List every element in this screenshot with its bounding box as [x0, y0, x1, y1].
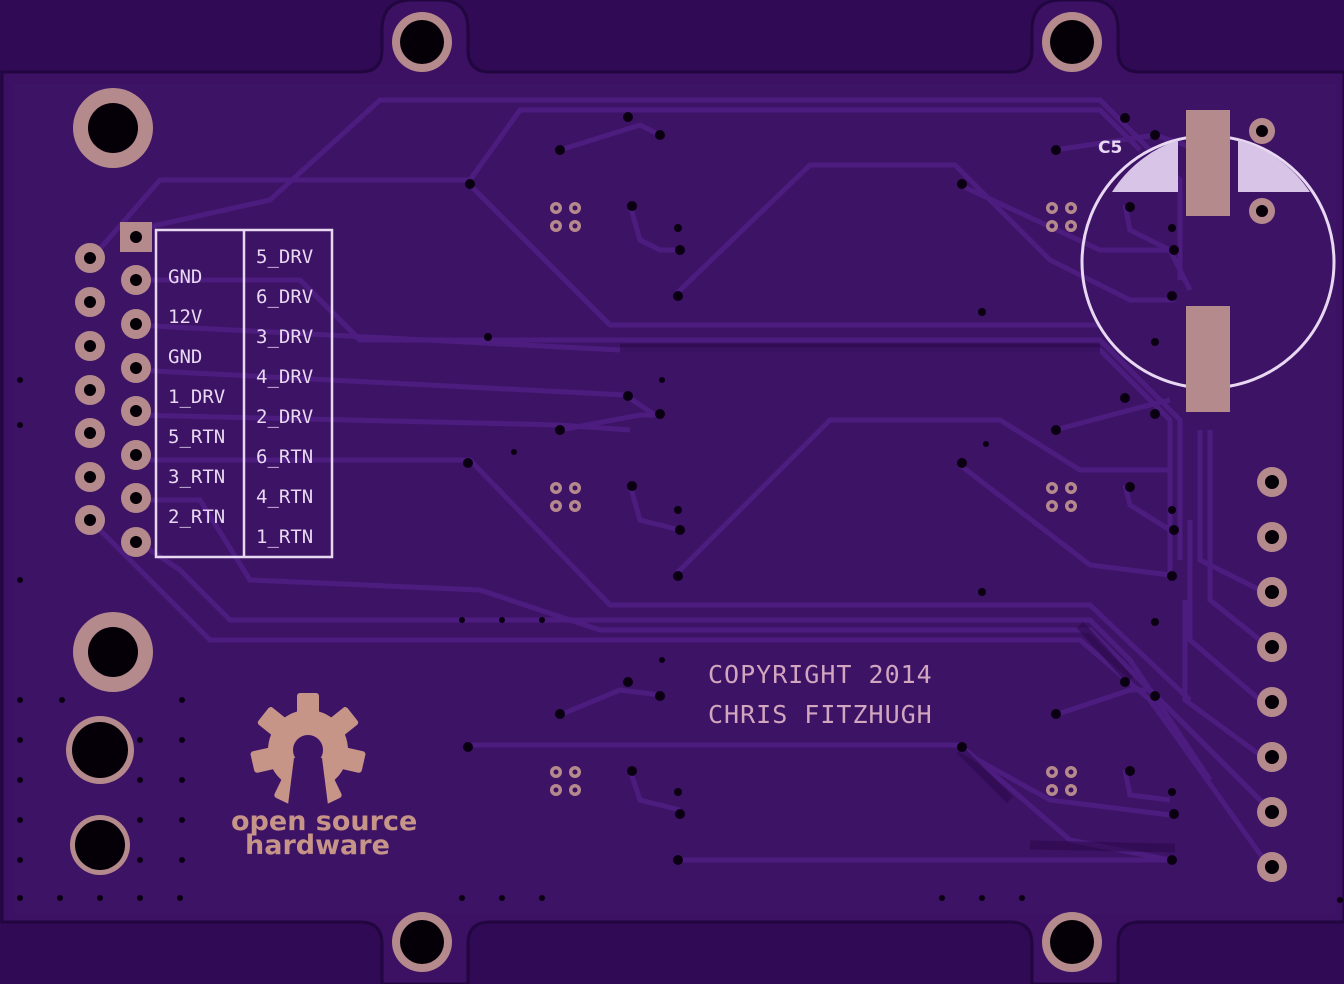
copyright-line-1: COPYRIGHT 2014 — [708, 660, 933, 689]
connector-label: 5_RTN — [168, 426, 225, 448]
copper-pour — [14, 84, 1336, 914]
mounting-hole-top-right — [1042, 12, 1102, 72]
connector-label: 12V — [168, 306, 202, 328]
connector-label: 6_DRV — [256, 286, 313, 308]
connector-label: 5_DRV — [256, 246, 313, 268]
dc-jack-hole-upper — [66, 716, 134, 784]
copyright-line-2: CHRIS FITZHUGH — [708, 700, 933, 729]
connector-label: 1_RTN — [256, 526, 313, 548]
mounting-hole-left-upper — [73, 88, 153, 168]
small-vias — [17, 112, 1343, 903]
connector-label: 1_DRV — [168, 386, 225, 408]
connector-label: 3_DRV — [256, 326, 313, 348]
connector-label: 2_DRV — [256, 406, 313, 428]
connector-label: GND — [168, 266, 202, 288]
capacitor-c5 — [1080, 110, 1336, 412]
connector-label: 4_DRV — [256, 366, 313, 388]
connector-label: 2_RTN — [168, 506, 225, 528]
c5-label: C5 — [1098, 138, 1122, 158]
connector-label: 4_RTN — [256, 486, 313, 508]
connector-label: 6_RTN — [256, 446, 313, 468]
header-pins-right-column — [1257, 467, 1287, 882]
connector-label: GND — [168, 346, 202, 368]
mounting-hole-left-lower — [73, 612, 153, 692]
header-pins-outer-column — [75, 243, 105, 535]
dc-jack-hole-lower — [70, 815, 130, 875]
open-source-hardware-gear-icon — [250, 693, 366, 806]
mounting-hole-bottom-right — [1042, 912, 1102, 972]
mounting-hole-bottom-left — [392, 912, 452, 972]
mounting-hole-top-left — [392, 12, 452, 72]
oshw-text-line-1: open source — [231, 806, 417, 837]
header-pins-inner-column — [120, 222, 152, 557]
connector-label: 3_RTN — [168, 466, 225, 488]
oshw-text-line-2: hardware — [245, 830, 390, 861]
